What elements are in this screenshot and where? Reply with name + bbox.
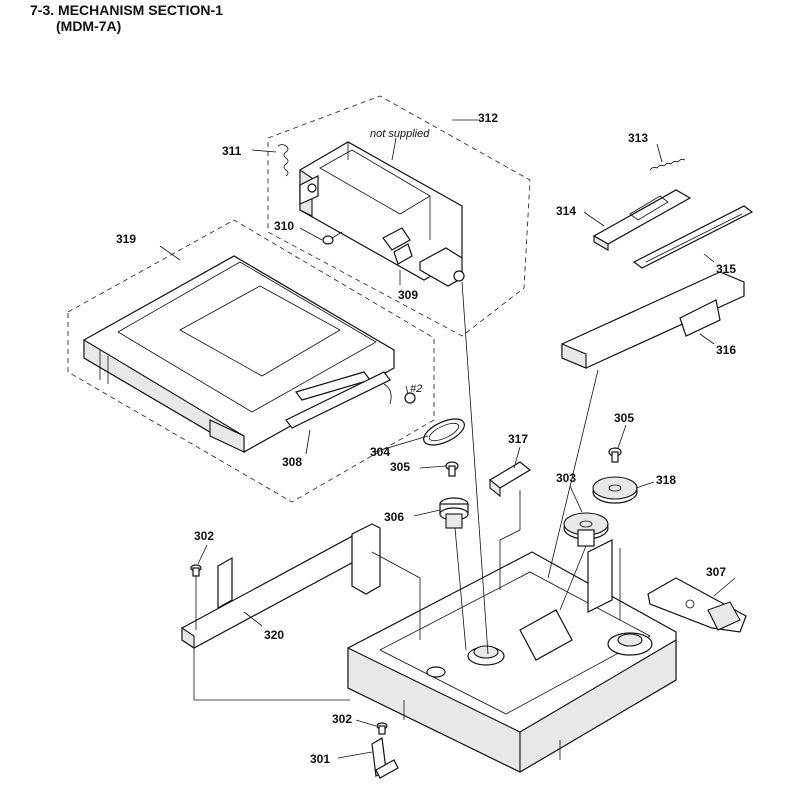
label-319: 319 (116, 232, 136, 246)
belt-304 (423, 418, 465, 446)
label-308: 308 (282, 455, 302, 469)
page-title: 7-3. MECHANISM SECTION-1 (MDM-7A) (30, 2, 223, 34)
bracket-assembly-312 (299, 141, 465, 287)
guide-line (454, 527, 467, 651)
screw-305-left (445, 461, 459, 477)
label-318: 318 (656, 473, 676, 487)
rack-315 (632, 205, 754, 269)
label-316: 316 (716, 343, 736, 357)
lever-317 (488, 461, 532, 498)
label-317: 317 (508, 432, 528, 446)
guide-line (547, 369, 599, 579)
rail-320 (181, 523, 381, 650)
screw-310 (322, 231, 343, 245)
slide-plate-316 (561, 271, 745, 369)
assembly-312-outline (267, 95, 531, 337)
guide-line (371, 551, 421, 640)
model-subtitle: (MDM-7A) (56, 18, 122, 34)
main-chassis (347, 539, 677, 773)
pulley-gear-306 (439, 497, 469, 529)
label-313: 313 (628, 131, 648, 145)
screw-302-left (190, 564, 202, 577)
label-311: 311 (222, 144, 242, 158)
slider-308 (285, 371, 416, 429)
label-305-right: 305 (614, 411, 634, 425)
leader-lines (159, 119, 736, 759)
spring-311 (277, 144, 289, 177)
lever-309 (393, 243, 413, 265)
tray-319 (83, 255, 395, 453)
screw-reference-note: #2 (410, 383, 422, 395)
label-307: 307 (706, 565, 726, 579)
guide-line (461, 281, 489, 655)
label-309: 309 (398, 288, 418, 302)
label-304: 304 (370, 445, 390, 459)
not-supplied-note: not supplied (370, 128, 430, 140)
label-312: 312 (478, 111, 498, 125)
screw-305-right (608, 447, 622, 463)
screw-302-bottom (376, 722, 388, 735)
slider-314 (592, 189, 692, 251)
label-320: 320 (264, 628, 284, 642)
label-302-top: 302 (194, 529, 214, 543)
section-title: 7-3. MECHANISM SECTION-1 (30, 2, 223, 18)
label-301: 301 (310, 752, 330, 766)
guide-line (559, 545, 587, 611)
bracket-301 (371, 737, 399, 779)
label-305-left: 305 (390, 460, 410, 474)
assembly-319-outline (67, 219, 435, 503)
lever-307 (647, 577, 747, 633)
label-303: 303 (556, 471, 576, 485)
label-302-bottom: 302 (332, 712, 352, 726)
gear-318 (592, 476, 638, 504)
gear-303 (563, 512, 609, 547)
label-306: 306 (384, 510, 404, 524)
label-314: 314 (556, 204, 576, 218)
spring-313 (649, 158, 686, 171)
guide-line (499, 490, 521, 590)
label-310: 310 (274, 219, 294, 233)
label-315: 315 (716, 262, 736, 276)
